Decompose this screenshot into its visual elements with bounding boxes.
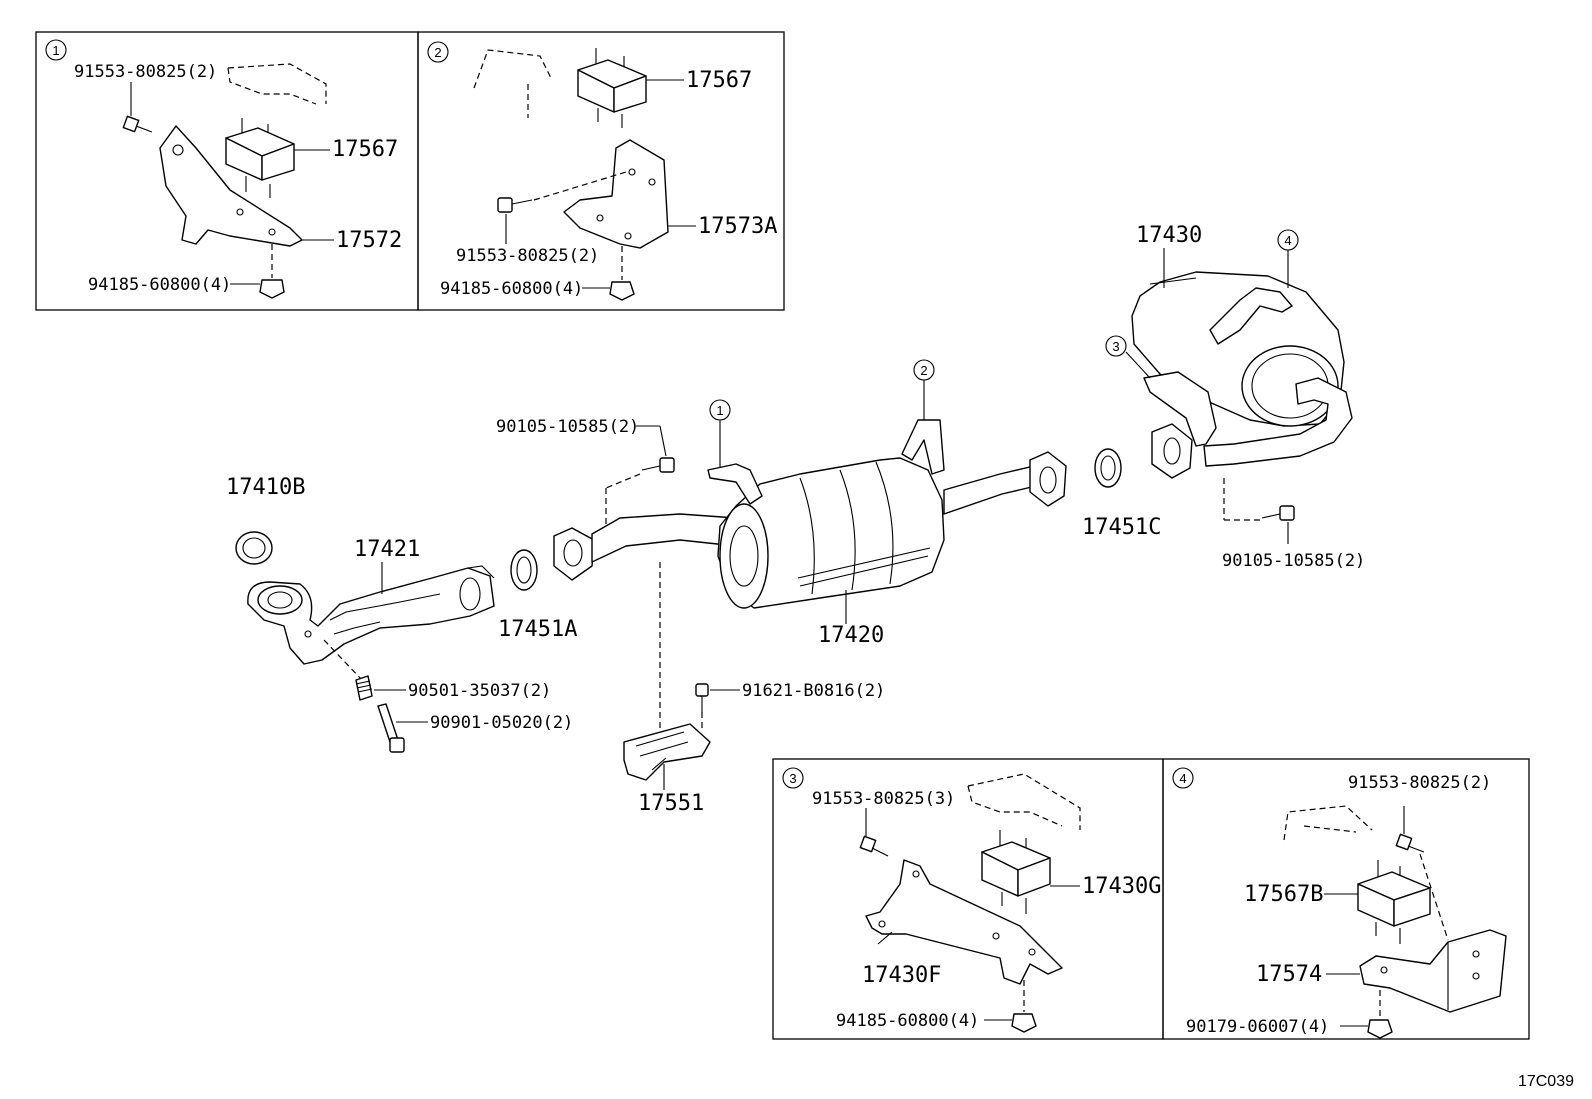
flange-nut-icon bbox=[259, 279, 285, 299]
label-bracket: 17572 bbox=[336, 228, 402, 253]
label-nut: 94185-60800(4) bbox=[836, 1011, 979, 1031]
frame-member-outline bbox=[967, 773, 1081, 830]
label-gasket-a: 17451A bbox=[498, 617, 577, 642]
rubber-mount bbox=[577, 48, 647, 128]
label-front-pipe: 17421 bbox=[354, 537, 420, 562]
label-hanger-bolt: 91621-B0816(2) bbox=[742, 681, 885, 701]
label-mount: 17567B bbox=[1244, 882, 1323, 907]
label-bolt: 91553-80825(2) bbox=[74, 62, 217, 82]
front-pipe bbox=[247, 565, 495, 665]
label-mount: 17567 bbox=[332, 137, 398, 162]
flange-nut-icon bbox=[609, 281, 635, 301]
inset-1: 1 91553-80825(2) bbox=[45, 39, 402, 299]
hanger-icon bbox=[623, 723, 711, 781]
hanger-tab-4 bbox=[1209, 287, 1293, 345]
inset-4: 4 91553-80825(2) 17567B 17574 bbox=[1172, 767, 1507, 1039]
hanger-tab-2 bbox=[901, 419, 945, 475]
label-bolt: 91553-80825(3) bbox=[812, 789, 955, 809]
bolt-icon bbox=[859, 835, 889, 857]
callout-3-number: 3 bbox=[789, 771, 796, 786]
stud-bolt-icon bbox=[377, 703, 405, 753]
label-center-bolt: 90105-10585(2) bbox=[496, 417, 639, 437]
label-gasket-front: 17410B bbox=[226, 475, 305, 500]
hanger-tab-1 bbox=[707, 463, 763, 505]
flange-nut-icon bbox=[1367, 1019, 1393, 1039]
hanger-bracket bbox=[159, 125, 303, 247]
label-bracket: 17574 bbox=[1256, 962, 1322, 987]
callout-4-number: 4 bbox=[1179, 771, 1186, 786]
bolt-icon bbox=[695, 683, 709, 712]
label-gasket-c: 17451C bbox=[1082, 515, 1161, 540]
frame-member-outline bbox=[1283, 805, 1373, 841]
label-nut: 94185-60800(4) bbox=[88, 275, 231, 295]
bolt-icon bbox=[641, 457, 675, 473]
label-nut: 94185-60800(4) bbox=[440, 279, 583, 299]
label-spring: 90501-35037(2) bbox=[408, 681, 551, 701]
callout-2-circle bbox=[427, 41, 449, 63]
bolt-icon bbox=[497, 197, 533, 213]
callout-2-marker-number: 2 bbox=[920, 363, 927, 378]
rubber-mount bbox=[225, 118, 295, 198]
main-assembly: 17410B 17421 90501-35037(2) 90901-05020(… bbox=[226, 223, 1365, 816]
hanger-bracket bbox=[865, 859, 1063, 985]
label-tail-bolt: 90105-10585(2) bbox=[1222, 551, 1365, 571]
hanger-bracket bbox=[563, 139, 669, 249]
frame-member-outline bbox=[473, 49, 553, 118]
label-hanger: 17551 bbox=[638, 791, 704, 816]
frame-member-outline bbox=[227, 63, 327, 105]
bolt-icon bbox=[1261, 505, 1295, 521]
rubber-mount bbox=[1357, 860, 1431, 944]
center-pipe bbox=[553, 451, 1067, 609]
label-bolt: 91553-80825(2) bbox=[1348, 773, 1491, 793]
callout-4-marker-number: 4 bbox=[1284, 233, 1291, 248]
rubber-mount bbox=[981, 830, 1051, 914]
label-nut: 90179-06007(4) bbox=[1186, 1017, 1329, 1037]
callout-3-marker-number: 3 bbox=[1112, 339, 1119, 354]
inset-3: 3 91553-80825(3) 17430G 17430F 941 bbox=[782, 767, 1161, 1033]
flange-nut-icon bbox=[1011, 1013, 1037, 1033]
inset-2: 2 17567 17573A 91553-80825(2) bbox=[427, 41, 777, 301]
gasket-a bbox=[510, 549, 538, 591]
bolt-icon bbox=[122, 115, 153, 133]
label-mount: 17567 bbox=[686, 68, 752, 93]
callout-2-number: 2 bbox=[434, 45, 441, 60]
label-bracket: 17573A bbox=[698, 214, 777, 239]
label-mount: 17430G bbox=[1082, 874, 1161, 899]
label-stud-bolt: 90901-05020(2) bbox=[430, 713, 573, 733]
inset-4-frame bbox=[1162, 758, 1530, 1040]
hanger-tab-3 bbox=[1143, 371, 1217, 447]
callout-3-circle bbox=[782, 767, 804, 789]
bolt-icon bbox=[1395, 833, 1425, 853]
label-center-pipe: 17420 bbox=[818, 623, 884, 648]
callout-1-marker-number: 1 bbox=[716, 403, 723, 418]
callout-3-marker bbox=[1105, 335, 1127, 357]
hanger-bracket bbox=[1359, 929, 1507, 1013]
reference-code: 17C039 bbox=[1518, 1073, 1574, 1090]
inset-2-frame bbox=[417, 31, 785, 311]
callout-4-circle bbox=[1172, 767, 1194, 789]
callout-1-number: 1 bbox=[52, 43, 59, 58]
gasket-front bbox=[235, 531, 273, 565]
callout-1-circle bbox=[45, 39, 67, 61]
label-bolt: 91553-80825(2) bbox=[456, 246, 599, 266]
label-bracket: 17430F bbox=[862, 963, 941, 988]
gasket-c bbox=[1094, 448, 1122, 488]
spring-icon bbox=[355, 675, 373, 701]
label-tail-pipe: 17430 bbox=[1136, 223, 1202, 248]
